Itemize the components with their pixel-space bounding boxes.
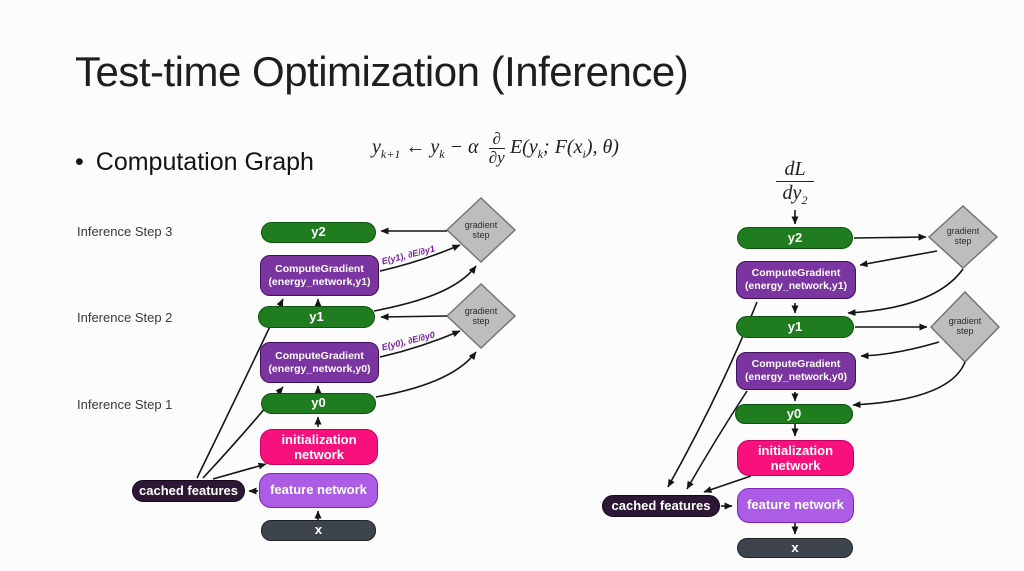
right-compute-gradient-y0-node: ComputeGradient (energy_network,y0) xyxy=(736,352,856,390)
inference-step-1-label: Inference Step 1 xyxy=(77,397,173,412)
left-initialization-network-node: initialization network xyxy=(260,429,378,465)
formula-term: E(y xyxy=(509,136,538,159)
right-y1-node: y1 xyxy=(736,316,854,338)
gradient-step-diamond xyxy=(927,204,999,270)
gradient-step-diamond xyxy=(445,196,517,264)
left-gradient-step-label-1: gradient step xyxy=(464,220,498,240)
page-title: Test-time Optimization (Inference) xyxy=(75,48,689,95)
inference-step-2-label: Inference Step 2 xyxy=(77,310,173,325)
right-initialization-network-node: initialization network xyxy=(737,440,854,476)
left-compute-gradient-y1-node: ComputeGradient (energy_network,y1) xyxy=(260,255,379,296)
right-diagram-diamonds xyxy=(927,204,1001,364)
left-x-node: x xyxy=(261,520,376,541)
right-compute-gradient-y1-node: ComputeGradient (energy_network,y1) xyxy=(736,261,856,299)
left-diagram-diamonds xyxy=(445,196,517,350)
formula-sub: k xyxy=(537,147,544,162)
left-y1-node: y1 xyxy=(258,306,375,328)
inference-step-3-label: Inference Step 3 xyxy=(77,224,173,239)
left-feature-network-node: feature network xyxy=(259,473,378,508)
formula-term: ; F(x xyxy=(543,136,583,159)
formula-term: ← y xyxy=(400,136,440,159)
right-y0-node: y0 xyxy=(735,404,853,424)
formula-term: y xyxy=(372,136,381,159)
formula-term: ), θ) xyxy=(585,136,619,159)
left-cached-features-node: cached features xyxy=(132,480,245,502)
formula-term: − α xyxy=(444,136,484,159)
right-feature-network-node: feature network xyxy=(737,488,854,523)
loss-gradient-fraction: dL dy2 xyxy=(760,158,830,211)
left-y0-node: y0 xyxy=(261,393,376,414)
gradient-step-diamond xyxy=(929,290,1001,364)
gradient-step-diamond xyxy=(445,282,517,350)
right-gradient-step-label-1: gradient step xyxy=(946,226,980,246)
right-y2-node: y2 xyxy=(737,227,853,249)
formula-sub: k+1 xyxy=(380,147,401,162)
left-compute-gradient-y0-node: ComputeGradient (energy_network,y0) xyxy=(260,342,379,383)
partial-derivative-fraction: ∂∂y xyxy=(488,129,505,167)
right-gradient-step-label-2: gradient step xyxy=(948,316,982,336)
bullet-icon: • xyxy=(75,148,84,176)
formula-sub: i xyxy=(582,147,586,162)
right-cached-features-node: cached features xyxy=(602,495,720,517)
bullet-item: • Computation Graph xyxy=(75,148,314,177)
formula-sub: k xyxy=(439,147,445,162)
right-x-node: x xyxy=(737,538,853,558)
bullet-text: Computation Graph xyxy=(95,148,314,176)
left-y2-node: y2 xyxy=(261,222,376,243)
left-gradient-step-label-2: gradient step xyxy=(464,306,498,326)
